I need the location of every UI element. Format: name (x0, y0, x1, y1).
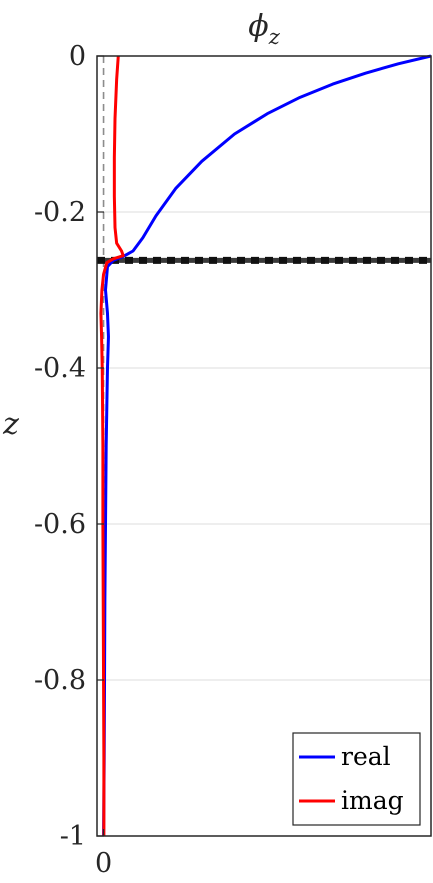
y-tick-label: -0.6 (34, 509, 86, 540)
chart-title: ϕz (248, 9, 280, 49)
legend-box (292, 732, 421, 826)
x-tick-label: 0 (95, 848, 112, 879)
legend-label-imag: imag (341, 786, 404, 815)
grid-layer (97, 211, 431, 681)
legend: real imag (292, 732, 421, 826)
y-axis-label: z (2, 407, 19, 442)
legend-label-real: real (341, 742, 391, 771)
y-tick-label: -1 (60, 821, 86, 852)
y-tick-label: 0 (69, 41, 86, 72)
y-tick-label: -0.2 (34, 197, 86, 228)
series-layer (99, 54, 432, 837)
chart-title-sub: z (268, 25, 281, 49)
y-tick-label: -0.4 (34, 353, 86, 384)
series-line-imag (99, 55, 125, 836)
chart-title-main: ϕ (248, 9, 268, 44)
plot-frame (96, 55, 432, 837)
tick-layer: 0 -0.2 -0.4 -0.6 -0.8 -1 0 (34, 41, 112, 879)
y-tick-label: -0.8 (34, 665, 86, 696)
